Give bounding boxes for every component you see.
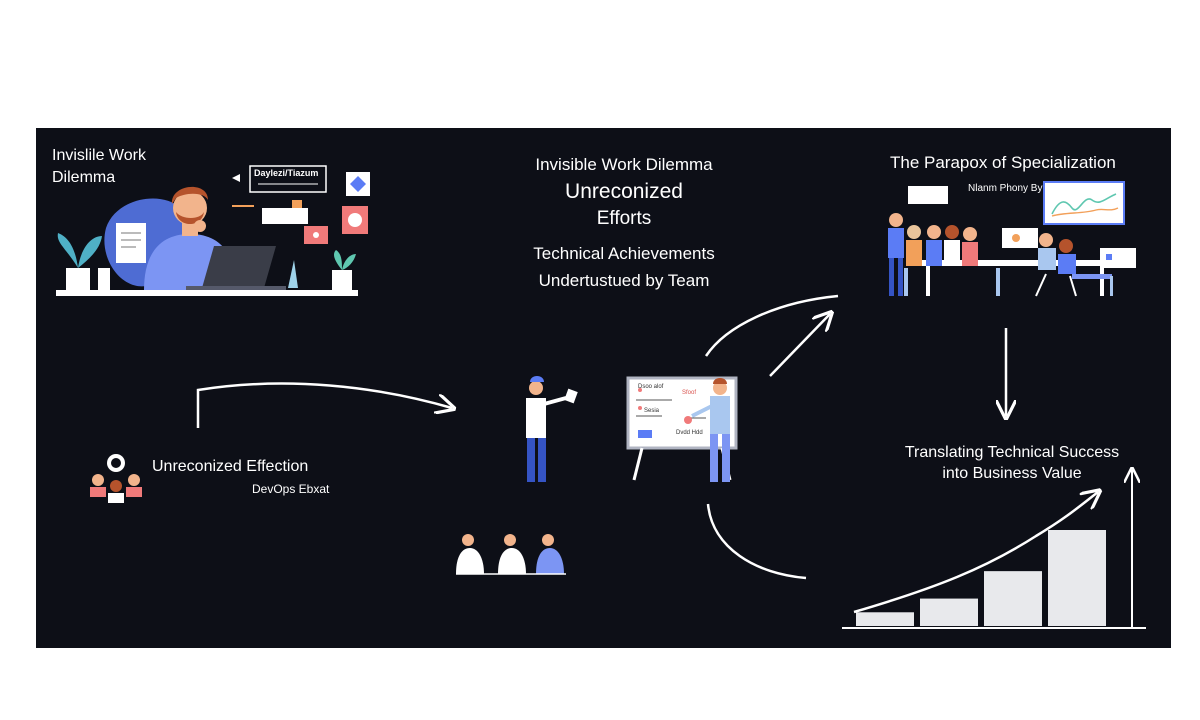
top-left-title-line2: Dilemma bbox=[52, 169, 116, 186]
card-in-hand-icon bbox=[564, 388, 578, 404]
top-right-title: The Parapox of Specialization bbox=[890, 153, 1116, 172]
center-subtitle-line1: Unreconized bbox=[565, 180, 683, 203]
meeting-table bbox=[916, 260, 1116, 266]
chair bbox=[1110, 276, 1113, 296]
arrow-left-icon bbox=[232, 174, 240, 182]
pot-icon bbox=[332, 270, 352, 290]
cup-icon bbox=[98, 268, 110, 290]
whiteboard-line-3: Sesia bbox=[644, 408, 660, 414]
desk-surface bbox=[56, 290, 358, 296]
arc-to-top-right bbox=[704, 294, 839, 357]
whiteboard-line-1: Dsoo alof bbox=[638, 384, 664, 390]
document-icon bbox=[116, 223, 146, 263]
bottom-right-title-line2: into Business Value bbox=[942, 465, 1082, 482]
diagram-panel: Invislile Work Dilemma Daylezi/Tiazum In… bbox=[36, 128, 1171, 648]
growth-bar-4 bbox=[1048, 530, 1106, 626]
board-caption: Nlanm Phony By bbox=[968, 183, 1043, 194]
screen-window-text: Daylezi/Tiazum bbox=[254, 168, 319, 178]
team-members bbox=[888, 213, 1112, 297]
chair bbox=[996, 268, 1000, 296]
bottom-right-title-line1: Translating Technical Success bbox=[904, 444, 1120, 461]
arrow-to-presenter bbox=[196, 382, 452, 428]
screen-window-icon bbox=[249, 165, 327, 193]
team-group-icon bbox=[90, 454, 142, 503]
presenter-illustration bbox=[526, 376, 578, 482]
left-mid-subtitle: DevOps Ebxat bbox=[252, 482, 330, 496]
whiteboard-line-2: Sfoof bbox=[682, 390, 697, 396]
arrow-to-specialization bbox=[769, 314, 830, 377]
plant-icon bbox=[57, 233, 102, 290]
plant-icon bbox=[288, 260, 298, 288]
presenter-person bbox=[691, 378, 730, 482]
top-left-title-line1: Invislile Work bbox=[52, 147, 146, 164]
growth-bar-1 bbox=[856, 612, 914, 626]
trend-arrow bbox=[853, 492, 1098, 614]
whiteboard-line-4: Dvdd Hdd bbox=[676, 430, 703, 436]
laptop-icon bbox=[186, 246, 286, 291]
center-subtitle-line2: Efforts bbox=[596, 208, 652, 229]
left-mid-title: Unreconized Effection bbox=[152, 458, 309, 475]
speech-bubble-icon bbox=[908, 186, 948, 204]
growth-bar-2 bbox=[920, 598, 978, 626]
arc-to-bottom-right bbox=[706, 503, 807, 580]
code-card-icon bbox=[262, 208, 308, 224]
chair bbox=[904, 268, 908, 296]
growth-bar-3 bbox=[984, 571, 1042, 626]
center-caption-line2: Undertustued by Team bbox=[538, 271, 710, 290]
center-caption-line1: Technical Achievements bbox=[533, 244, 715, 263]
developer-illustration bbox=[56, 165, 370, 296]
diagram-artwork bbox=[56, 165, 1146, 629]
team-meeting-illustration bbox=[888, 181, 1136, 297]
center-title: Invisible Work Dilemma bbox=[535, 155, 713, 174]
growth-bar-chart bbox=[842, 470, 1146, 629]
chart-board-icon bbox=[1043, 181, 1125, 225]
flow-arrows bbox=[196, 294, 1006, 580]
audience-illustration bbox=[456, 534, 566, 575]
